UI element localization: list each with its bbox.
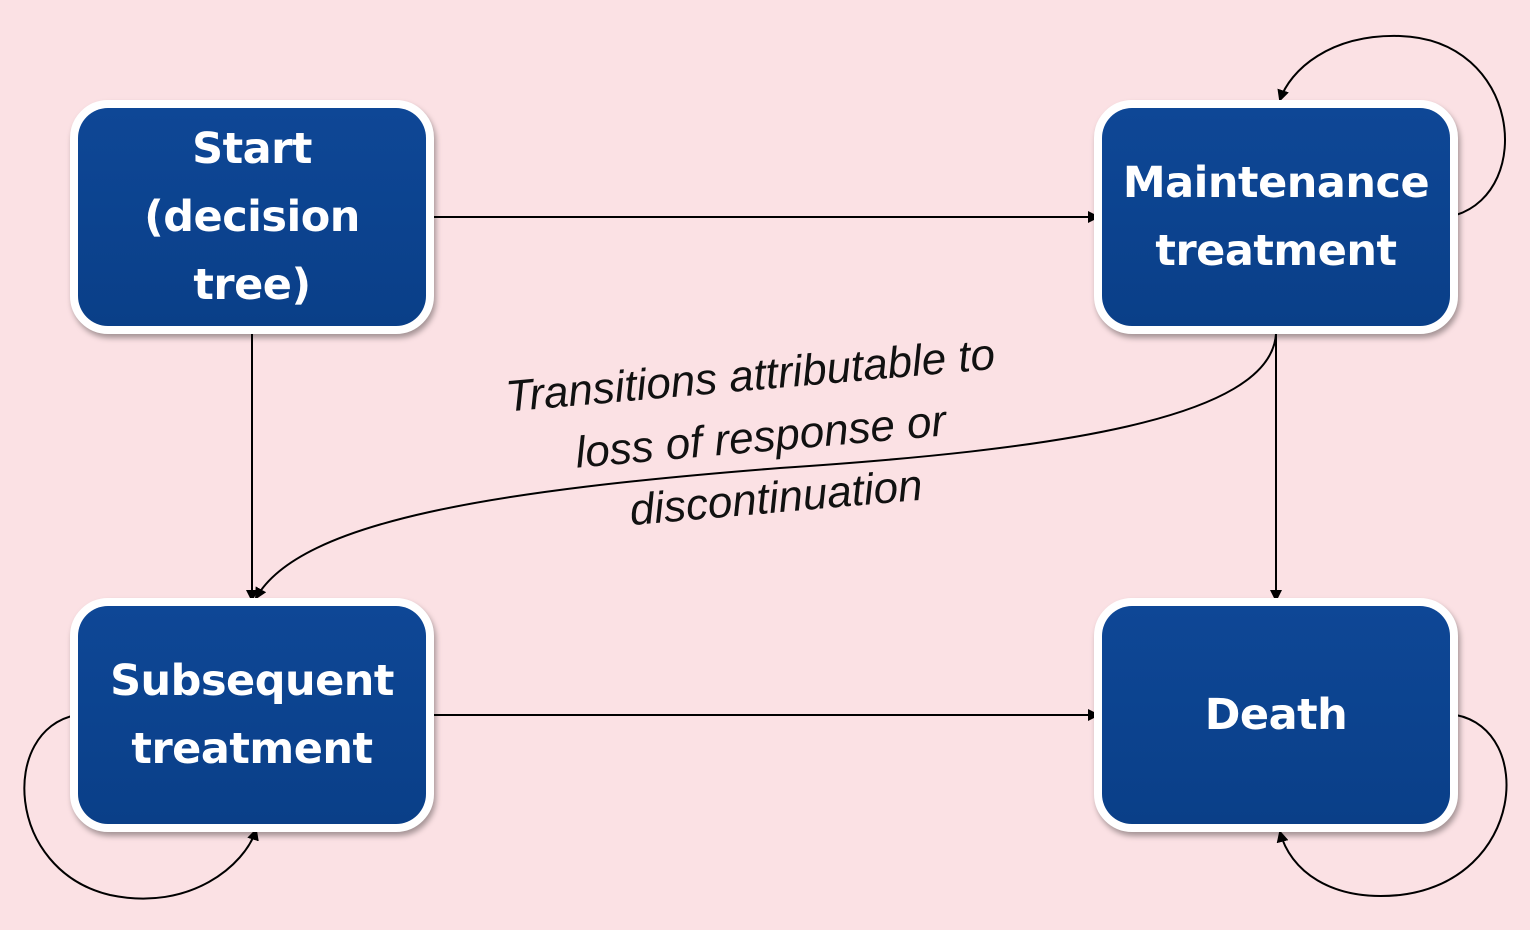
node-death-label: Death: [1204, 690, 1348, 740]
node-subsequent-label: Subsequent treatment: [110, 656, 394, 774]
self-loop-maintenance: [1277, 34, 1506, 216]
node-subsequent-treatment: Subsequent treatment: [70, 598, 434, 832]
node-start: Start (decision tree): [70, 100, 434, 334]
node-maintenance-treatment: Maintenance treatment: [1094, 100, 1458, 334]
node-start-label: Start (decision tree): [144, 124, 360, 310]
node-maintenance-label: Maintenance treatment: [1122, 158, 1430, 276]
edge-label-line-3: discontinuation: [628, 461, 925, 535]
node-death: Death: [1094, 598, 1458, 832]
edge-label-loss-of-response: Transitions attributable to loss of resp…: [504, 330, 997, 535]
edge-maintenance-to-subsequent: [255, 333, 1277, 600]
self-loop-subsequent: [23, 714, 259, 900]
self-loop-death: [1276, 714, 1508, 897]
